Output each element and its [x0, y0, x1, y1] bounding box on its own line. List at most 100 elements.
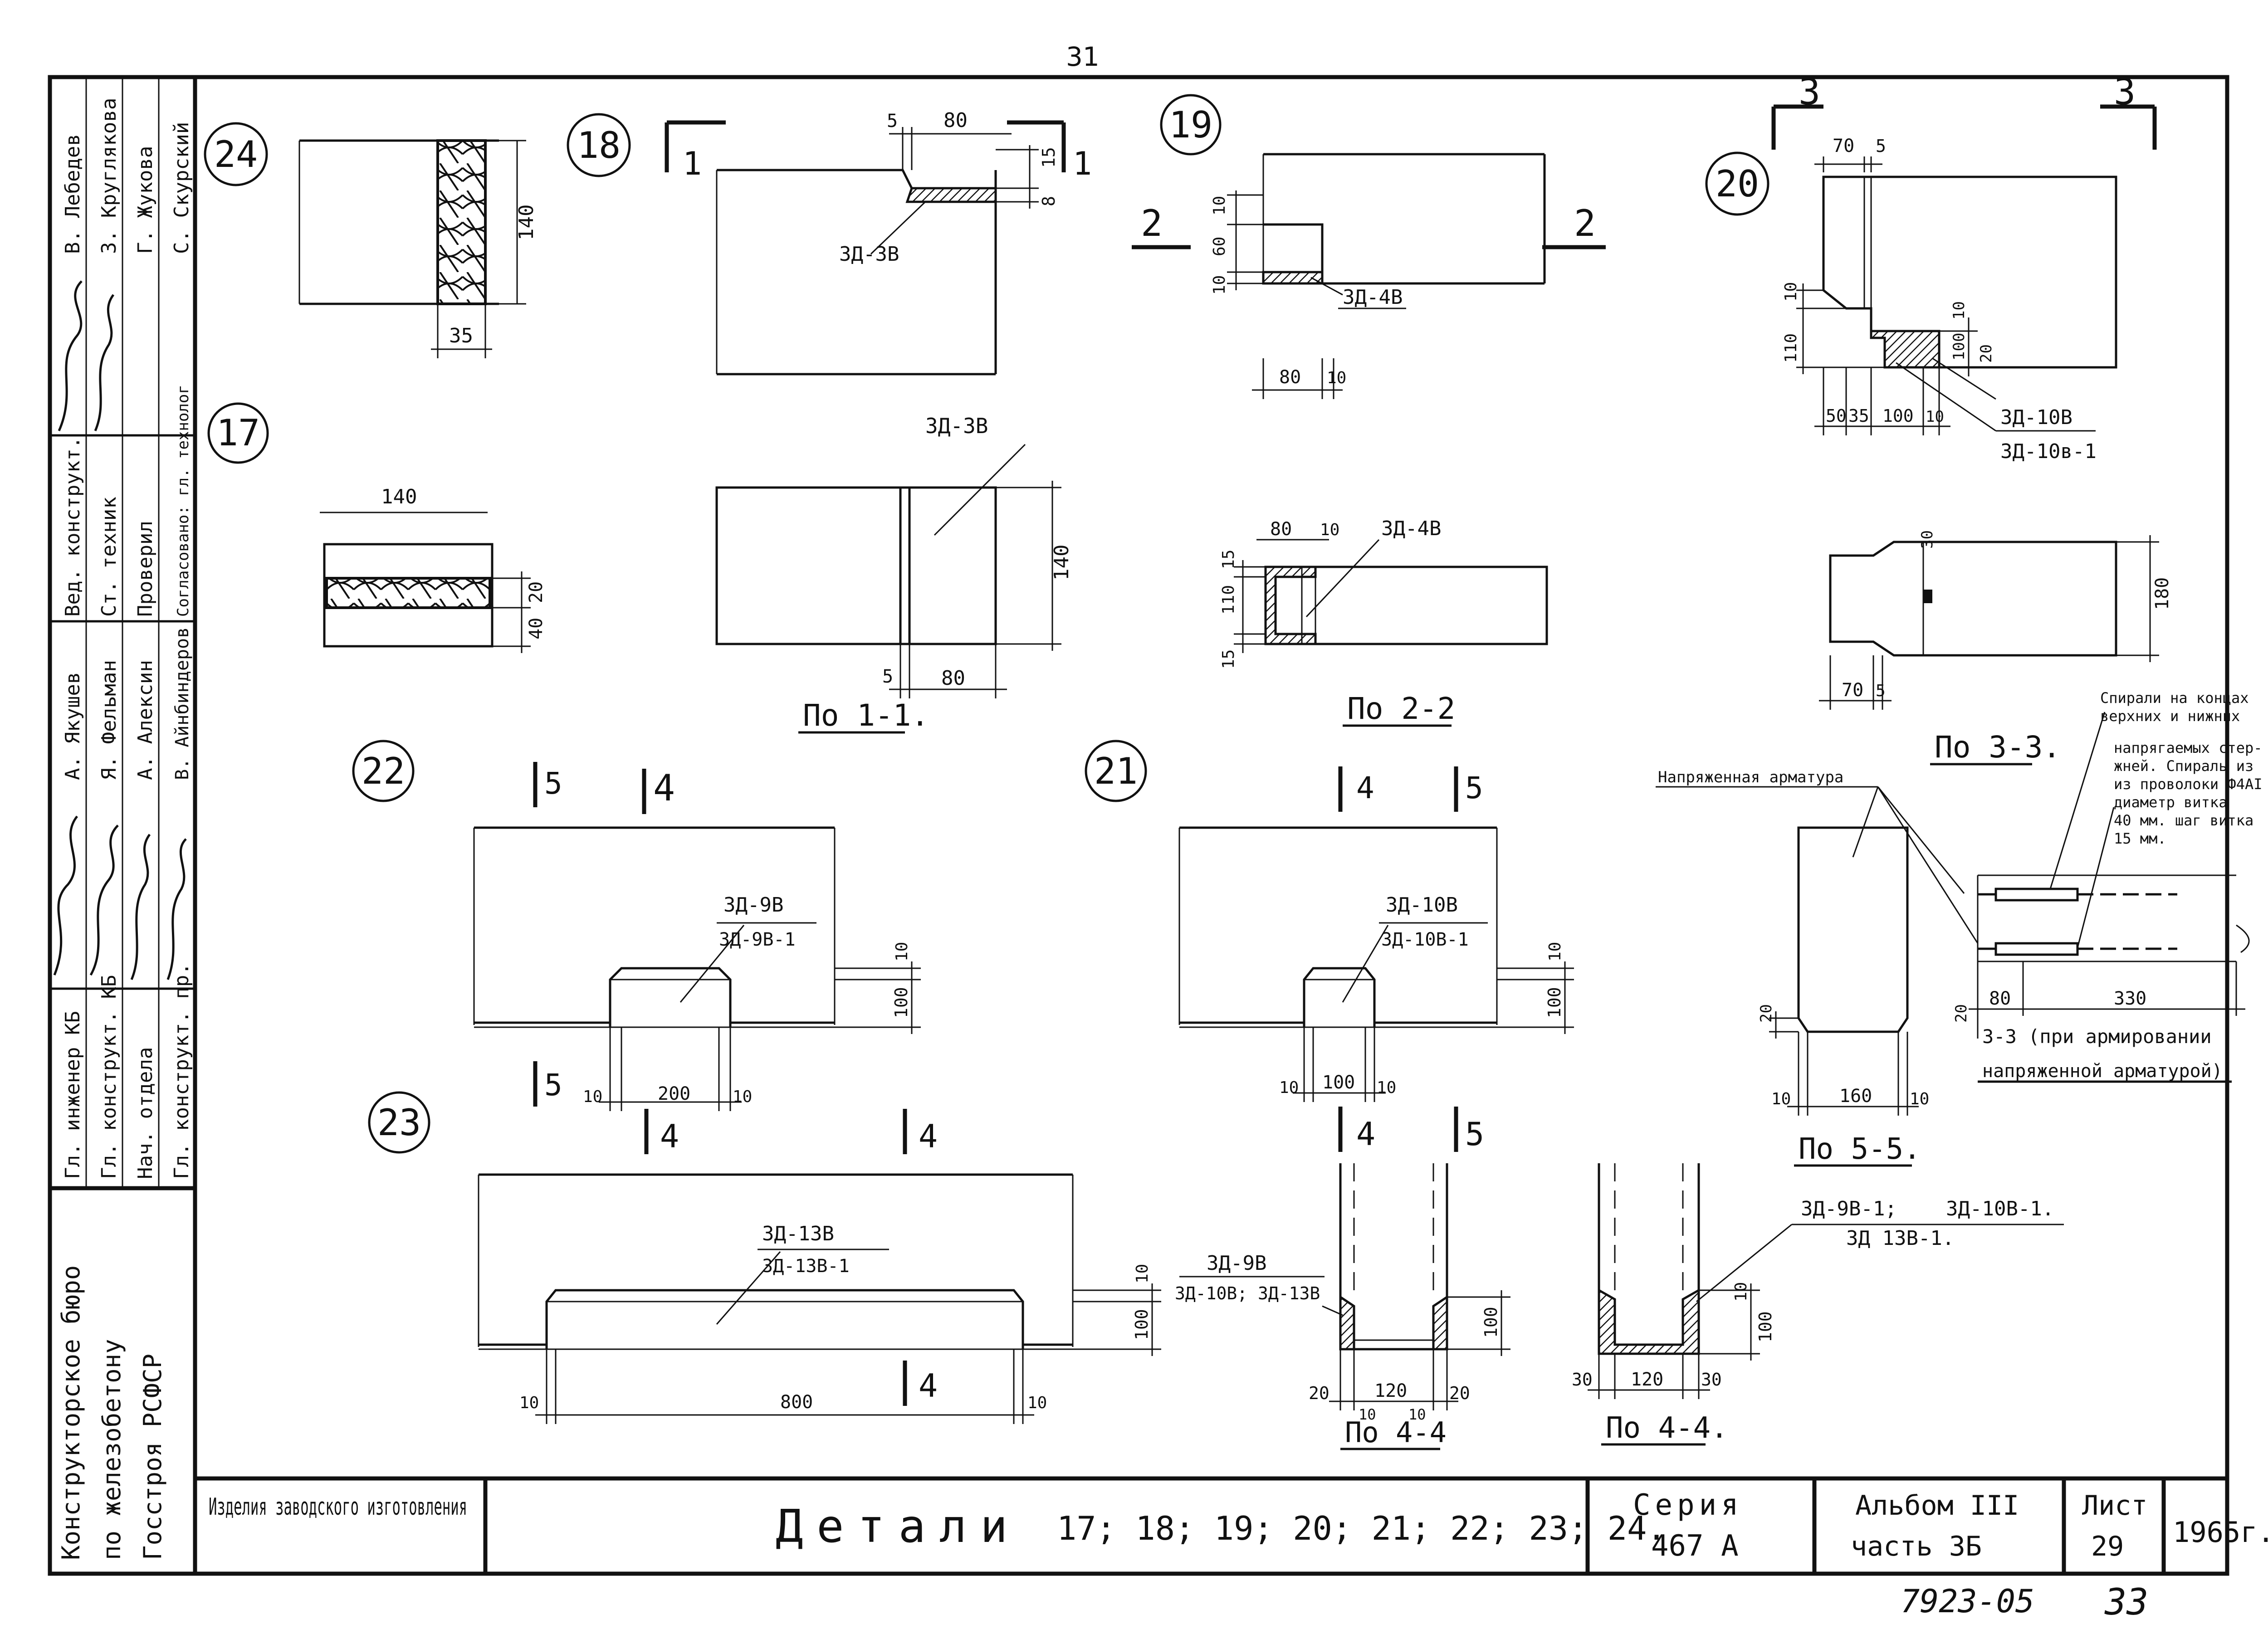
drawing-title: Детали — [776, 1500, 1021, 1553]
dim-label: 200 — [658, 1083, 690, 1104]
section-title: По 4-4. — [1606, 1411, 1728, 1445]
signature — [94, 294, 115, 431]
dim-label: 120 — [1631, 1369, 1663, 1390]
part-label: ЗД-10В — [2000, 406, 2072, 429]
section-title: По 2-2 — [1347, 691, 1455, 726]
dim-label: 10 — [1133, 1264, 1152, 1283]
spiral-note: диаметр витка — [2114, 794, 2227, 811]
stamp-role: Гл. конструкт. пр. — [170, 963, 193, 1179]
stamp-org-line: по железобетону — [98, 1339, 126, 1560]
dim-label: 10 — [1377, 1078, 1396, 1097]
dim-label: 8 — [1039, 196, 1059, 206]
spiral-note: Спирали на концах — [2100, 689, 2249, 707]
dim-label: 15 — [1039, 147, 1059, 168]
dim-label: 35 — [1848, 406, 1869, 426]
signature — [89, 824, 119, 976]
section-title: По 4-4 — [1345, 1416, 1447, 1449]
dim-label: 80 — [1270, 519, 1292, 540]
archive-page: 33 — [2104, 1581, 2148, 1623]
dim-label: 20 — [1757, 1004, 1775, 1023]
dim-label: 10 — [893, 942, 911, 961]
dim-label: 10 — [1210, 275, 1229, 295]
stamp-role: Ст. техник — [98, 497, 121, 617]
product-line: Изделия заводского изготовления — [209, 1493, 467, 1521]
dim-label: 10 — [1027, 1394, 1047, 1412]
dim-label: 10 — [1732, 1282, 1750, 1302]
dim-label: 50 — [1826, 406, 1847, 426]
dim-label: 10 — [1210, 196, 1229, 215]
page-number: 31 — [1066, 41, 1100, 72]
detail-number-circle — [567, 113, 631, 177]
series-label: Серия — [1633, 1488, 1743, 1522]
dim-label: 110 — [1782, 333, 1800, 363]
dim-label: 330 — [2114, 988, 2146, 1009]
part-label: ЗД-4В — [1381, 517, 1441, 540]
detail-number: 24 — [214, 133, 258, 176]
dim-label: 140 — [515, 205, 538, 240]
dim-label: 15 — [1219, 649, 1238, 669]
dim-label: 40 — [526, 618, 547, 639]
album-label: Альбом III — [1855, 1490, 2019, 1522]
embedded-plate — [1870, 330, 1941, 369]
dim-label: 140 — [1050, 545, 1073, 580]
dim-label: 10 — [1279, 1078, 1299, 1097]
detail-numbers: 17; 18; 19; 20; 21; 22; 23; 24. — [1057, 1509, 1667, 1547]
section-mark: 5 — [544, 766, 562, 801]
dim-label: 70 — [1833, 136, 1854, 156]
detail-23: 23 4 4 ЗД-13В ЗД-13В-1 10 100 10 800 10 … — [368, 1091, 1161, 1424]
stamp-name: А. Алексин — [134, 660, 157, 780]
dim-label: 100 — [1950, 333, 1968, 361]
dim-label: 160 — [1839, 1086, 1872, 1107]
series-value: 467 А — [1651, 1529, 1739, 1563]
stamp-role: Проверил — [134, 521, 157, 617]
dim-label: 20 — [1977, 344, 1995, 363]
detail-number: 19 — [1169, 104, 1212, 146]
section-mark: 4 — [653, 767, 675, 809]
signature — [58, 280, 83, 432]
spiral-bottom — [1994, 942, 2079, 956]
title-block: Изделия заводского изготовления Детали 1… — [195, 1476, 2268, 1574]
detail-20: 20 3 3 70 5 ЗД-10В ЗД-10в-1 10 110 10 10… — [1705, 71, 2173, 766]
stamp-role: Гл. инженер КБ — [61, 1011, 84, 1179]
dim-label: 80 — [1989, 988, 2011, 1009]
section-mark: 2 — [1574, 202, 1596, 244]
dim-label: 5 — [1876, 682, 1886, 700]
dim-label: 10 — [1359, 1406, 1376, 1423]
dim-label: 20 — [1309, 1383, 1330, 1403]
detail-21: 21 4 5 ЗД-10В ЗД-10В-1 10 100 10 100 10 — [1085, 740, 1574, 1102]
rebar-caption: 3-3 (при армировании — [1982, 1025, 2212, 1048]
section-mark: 4 — [1356, 1116, 1375, 1153]
detail-number: 21 — [1094, 750, 1138, 792]
part-label: ЗД-10В; ЗД-13В — [1175, 1283, 1320, 1303]
detail-17: 17 140 20 40 — [207, 402, 547, 653]
stamp-name: А. Якушев — [61, 672, 84, 780]
dim-label: 10 — [1910, 1090, 1929, 1108]
dim-label: 100 — [1545, 987, 1564, 1018]
embedded-part — [1262, 271, 1324, 285]
sheet-frame — [48, 75, 2229, 1576]
stamp-name: Г. Жукова — [134, 146, 157, 254]
dim-label: 80 — [943, 109, 968, 132]
dim-label: 100 — [1322, 1072, 1355, 1093]
part-label: ЗД-10В — [1386, 893, 1458, 917]
stamp-name: В. Лебедев — [61, 134, 84, 254]
detail-19: 19 2 2 ЗД-4В 10 60 10 80 10 80 10 З — [1132, 94, 1606, 727]
year: 1965г. — [2173, 1516, 2268, 1549]
dim-label: 10 — [1926, 408, 1944, 426]
section-mark: 1 — [683, 145, 702, 182]
detail-number-circle — [368, 1091, 430, 1154]
part-label: ЗД-3В — [839, 243, 899, 266]
section-mark: 5 — [1465, 1116, 1484, 1153]
dim-label: 140 — [381, 485, 417, 508]
approval-stamp: Гл. инженер КБ Гл. конструкт. КБ Нач. от… — [50, 77, 195, 1560]
section-mark: 5 — [1465, 771, 1483, 805]
stamp-role: Нач. отдела — [134, 1047, 157, 1179]
rebar-detail: Спирали на концах верхних и нижних напря… — [1952, 689, 2263, 1083]
spiral-note: верхних и нижних — [2100, 707, 2240, 725]
wood-insert — [436, 139, 487, 305]
detail-number-circle — [207, 402, 269, 464]
dim-label: 80 — [1279, 367, 1301, 388]
section-mark: 1 — [1073, 145, 1092, 182]
dim-label: 30 — [1701, 1370, 1722, 1390]
